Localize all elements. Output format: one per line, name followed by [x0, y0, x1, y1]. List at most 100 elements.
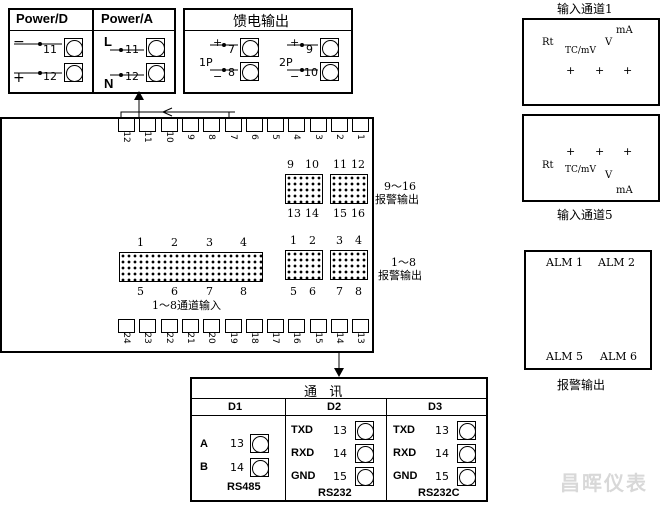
d1-b-label: B: [200, 461, 208, 473]
alarm-hi-top-11: 11: [333, 158, 347, 171]
top-terminal-label-12: 12: [121, 131, 131, 143]
d3-term-13: 13: [435, 424, 449, 437]
power-a-title: Power/A: [101, 11, 154, 26]
d1-screw-14: [250, 458, 269, 477]
bottom-terminal-label-17: 17: [270, 332, 281, 344]
feed-label-2p: 2P: [279, 56, 293, 69]
bottom-terminal-15: [309, 319, 327, 333]
input5-tc: TC/mV: [565, 165, 596, 175]
alarm-lo-bot-7: 7: [336, 285, 343, 298]
alarm-lo-top-4: 4: [355, 234, 362, 247]
alarm-lo-top-1: 1: [290, 234, 297, 247]
feed-plus-2: +: [290, 36, 300, 49]
d2-gnd-label: GND: [291, 470, 316, 482]
feed-screw-8: [240, 62, 259, 81]
input1-v: V: [605, 37, 613, 48]
bottom-terminal-label-22: 22: [163, 332, 174, 344]
input5-plus-2: +: [595, 145, 605, 158]
d2-rxd-label: RXD: [291, 447, 315, 459]
bottom-terminal-label-24: 24: [121, 332, 131, 344]
top-terminal-label-10: 10: [163, 131, 174, 143]
top-terminal-label-11: 11: [142, 131, 153, 143]
power-d-screw-11: [64, 38, 83, 57]
input5-box: [522, 114, 660, 202]
d3-txd-label: TXD: [393, 424, 415, 436]
feed-output-title: 馈电输出: [233, 14, 289, 30]
alm1-label: ALM 1: [546, 256, 584, 269]
top-terminal-6: [245, 118, 263, 132]
top-terminal-11: [139, 118, 157, 132]
feed-screw-9: [320, 38, 339, 57]
input5-v: V: [605, 170, 613, 181]
bottom-terminal-label-13: 13: [355, 332, 366, 344]
bottom-terminal-21: [181, 319, 199, 333]
power-a-L: L: [104, 34, 112, 49]
top-terminal-label-4: 4: [291, 134, 302, 140]
alm6-label: ALM 6: [600, 350, 638, 363]
alarm-lo-top-2: 2: [309, 234, 316, 247]
bottom-terminal-label-23: 23: [142, 332, 153, 344]
top-terminal-label-7: 7: [227, 134, 238, 140]
bottom-terminal-18: [245, 319, 263, 333]
bottom-terminal-24: [118, 319, 135, 333]
bottom-terminal-label-15: 15: [312, 332, 323, 344]
comm-d3-title: D3: [428, 401, 443, 413]
bottom-terminal-16: [288, 319, 306, 333]
alarm-hi-top-10: 10: [305, 158, 319, 171]
alarm-lo-caption-2: 报警输出: [378, 269, 422, 282]
power-d-minus: −: [13, 34, 25, 50]
input5-title: 输入通道5: [557, 208, 613, 222]
channel-bot-7: 7: [206, 285, 213, 298]
input5-rt: Rt: [542, 160, 554, 171]
comm-d1-title: D1: [228, 401, 243, 413]
power-a-term-12: 12: [125, 70, 139, 83]
d3-term-15: 15: [435, 470, 449, 483]
input1-plus-2: +: [595, 64, 605, 77]
alarm-hi-top-12: 12: [351, 158, 365, 171]
top-terminal-7: [224, 118, 242, 132]
feed-plus-1: +: [213, 36, 223, 49]
top-terminal-5: [267, 118, 285, 132]
alm5-label: ALM 5: [546, 350, 584, 363]
power-a-screw-11: [146, 38, 165, 57]
feed-screw-10: [320, 62, 339, 81]
input1-rt: Rt: [542, 37, 554, 48]
top-terminal-3: [309, 118, 327, 132]
d2-name: RS232: [318, 487, 352, 499]
alarm-lo-connector-left: [285, 250, 323, 280]
d1-term-13: 13: [230, 437, 244, 450]
feed-minus-1: −: [213, 70, 223, 83]
d3-rxd-label: RXD: [393, 447, 417, 459]
d2-screw-13: [355, 421, 374, 440]
d1-name: RS485: [227, 481, 261, 493]
channel-top-2: 2: [171, 236, 178, 249]
feed-term-7: 7: [228, 43, 235, 56]
input1-tc: TC/mV: [565, 46, 596, 56]
d3-screw-14: [457, 444, 476, 463]
power-d-title: Power/D: [16, 11, 69, 26]
d2-screw-14: [355, 444, 374, 463]
alm2-label: ALM 2: [598, 256, 636, 269]
comm-divider-v2: [386, 398, 387, 500]
alarm-lo-bot-6: 6: [309, 285, 316, 298]
alarm-lo-bot-5: 5: [290, 285, 297, 298]
d3-screw-15: [457, 467, 476, 486]
bottom-terminal-17: [267, 319, 285, 333]
bottom-terminal-label-20: 20: [206, 332, 217, 344]
power-d-divider: [8, 30, 94, 31]
alarm-lo-connector-right: [330, 250, 368, 280]
bottom-terminal-label-16: 16: [291, 332, 302, 344]
d1-screw-13: [250, 434, 269, 453]
bottom-terminal-22: [160, 319, 178, 333]
power-d-plus: +: [13, 70, 25, 86]
channel-bot-6: 6: [171, 285, 178, 298]
channel-connector: [119, 252, 263, 282]
d1-a-label: A: [200, 438, 208, 450]
alarm-hi-bot-16: 16: [351, 207, 365, 220]
channel-top-4: 4: [240, 236, 247, 249]
power-d-term-11: 11: [43, 43, 57, 56]
bottom-terminal-13: [352, 319, 370, 333]
alarm-lo-caption-1: 1～8: [391, 256, 416, 269]
top-terminal-8: [203, 118, 221, 132]
feed-term-8: 8: [228, 66, 235, 79]
